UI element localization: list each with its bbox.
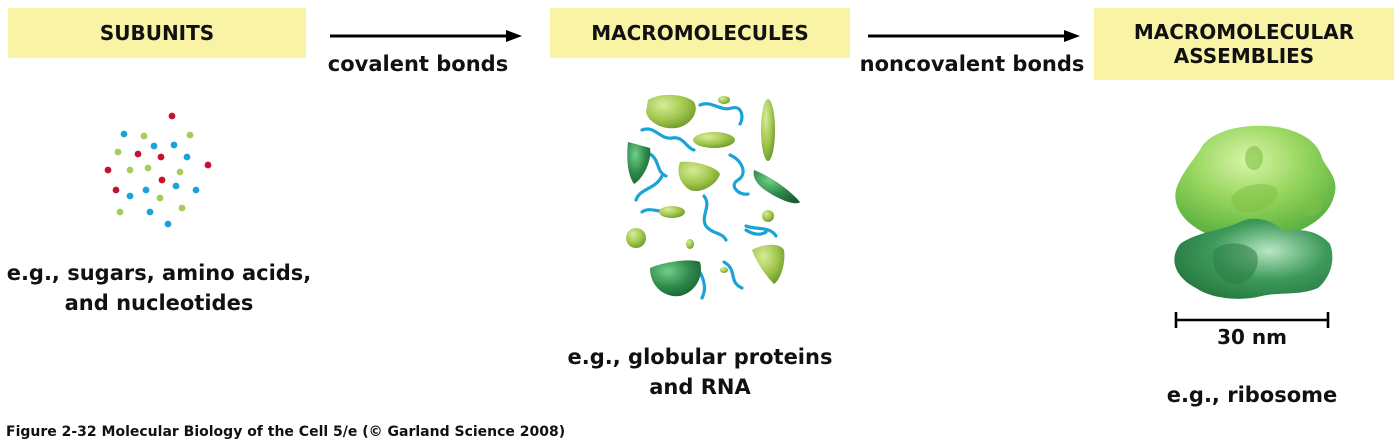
- assemblies-example: e.g., ribosome: [1152, 380, 1352, 410]
- assemblies-title-line1: MACROMOLECULAR: [1133, 20, 1355, 44]
- assemblies-title-line2: ASSEMBLIES: [1173, 44, 1315, 68]
- rna-strands: [634, 102, 778, 300]
- noncovalent-bonds-text: noncovalent bonds: [859, 52, 1085, 76]
- ribosome: [1174, 125, 1336, 299]
- scale-bar-text: 30 nm: [1217, 325, 1287, 349]
- macromolecules-example-line2: and RNA: [649, 375, 751, 399]
- macromolecules-title-box: MACROMOLECULES: [550, 8, 850, 58]
- macromolecules-example-line1: e.g., globular proteins: [567, 345, 833, 369]
- scale-bar: [1174, 312, 1330, 328]
- assemblies-example-text: e.g., ribosome: [1166, 383, 1338, 407]
- covalent-bonds-label: covalent bonds: [318, 52, 518, 76]
- macromolecules-example: e.g., globular proteins and RNA: [548, 342, 852, 402]
- globular-proteins: [626, 94, 800, 297]
- covalent-bonds-text: covalent bonds: [327, 52, 509, 76]
- figure-caption: Figure 2-32 Molecular Biology of the Cel…: [6, 424, 565, 440]
- noncovalent-arrow: [868, 30, 1080, 42]
- subunits-example-line2: and nucleotides: [64, 291, 254, 315]
- figure-caption-text: Figure 2-32 Molecular Biology of the Cel…: [6, 424, 566, 440]
- subunits-example: e.g., sugars, amino acids, and nucleotid…: [0, 258, 318, 318]
- subunit-dots: [104, 112, 212, 228]
- macromolecules-title: MACROMOLECULES: [591, 21, 809, 45]
- subunits-title: SUBUNITS: [99, 21, 215, 45]
- noncovalent-bonds-label: noncovalent bonds: [856, 52, 1088, 76]
- scale-bar-label: 30 nm: [1176, 325, 1328, 349]
- subunits-example-line1: e.g., sugars, amino acids,: [6, 261, 312, 285]
- covalent-arrow: [330, 30, 522, 42]
- subunits-title-box: SUBUNITS: [8, 8, 306, 58]
- assemblies-title-box: MACROMOLECULAR ASSEMBLIES: [1094, 8, 1394, 80]
